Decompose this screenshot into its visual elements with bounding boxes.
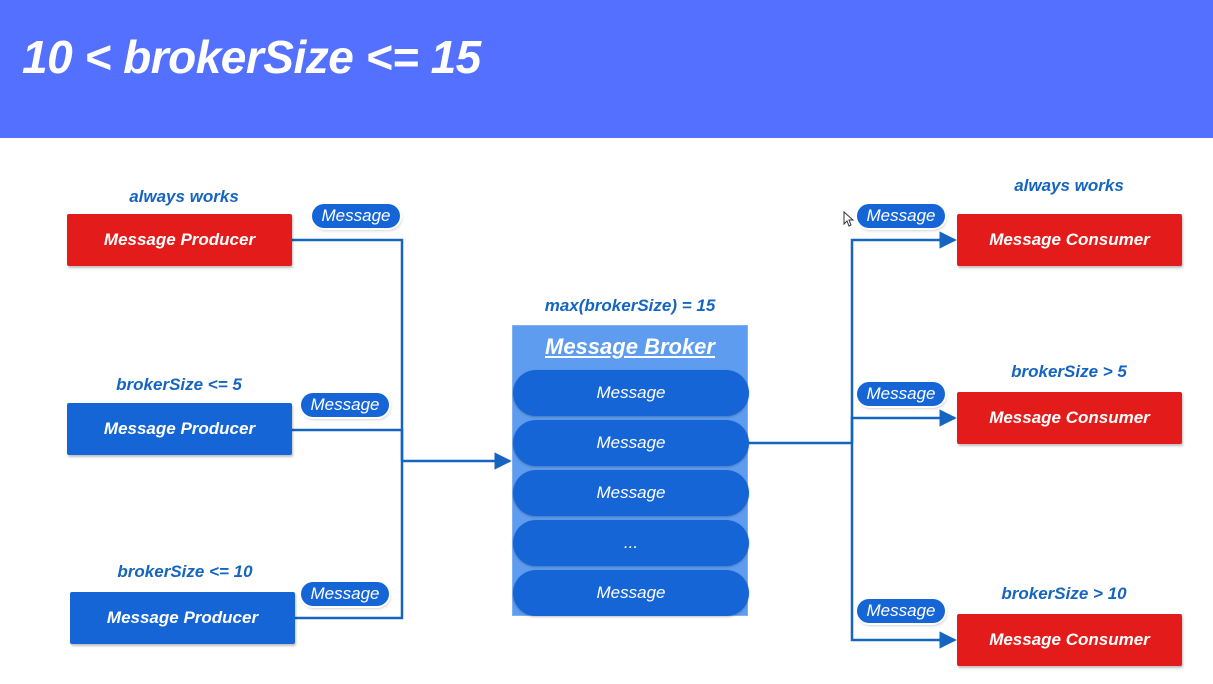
queue-item: Message: [513, 470, 749, 516]
message-producer-box: Message Producer: [67, 403, 292, 455]
producer-condition-label: brokerSize <= 5: [116, 375, 242, 394]
message-pill: Message: [857, 599, 945, 623]
wire-producer-1: [292, 238, 404, 461]
message-pill: Message: [857, 382, 945, 406]
wire-producer-3: [295, 461, 404, 620]
queue-item: Message: [513, 370, 749, 416]
queue-item: Message: [513, 420, 749, 466]
message-pill: Message: [301, 393, 389, 417]
consumer-condition-label: brokerSize > 10: [1001, 584, 1127, 603]
queue-item: Message: [513, 570, 749, 616]
mouse-cursor-icon: [843, 211, 855, 227]
consumer-condition-label: brokerSize > 5: [1011, 362, 1127, 381]
message-pill: Message: [857, 204, 945, 228]
message-producer-box: Message Producer: [67, 214, 292, 266]
message-pill: Message: [312, 204, 400, 228]
message-consumer-box: Message Consumer: [957, 392, 1182, 444]
broker-title: Message Broker: [545, 334, 715, 359]
queue-item: ...: [513, 520, 749, 566]
wire-producer-2: [292, 428, 404, 461]
wire-consumer-3: [850, 443, 957, 649]
wire-consumer-1: [850, 231, 957, 443]
consumer-condition-label: always works: [1014, 176, 1124, 195]
broker-caption: max(brokerSize) = 15: [544, 296, 716, 315]
message-consumer-box: Message Consumer: [957, 614, 1182, 666]
header-banner: 10 < brokerSize <= 15: [0, 0, 1213, 138]
message-broker: Message Broker Message Message Message .…: [512, 325, 749, 616]
page-title: 10 < brokerSize <= 15: [22, 31, 481, 83]
message-producer-box: Message Producer: [70, 592, 295, 644]
wire-consumer-2: [850, 409, 957, 443]
producer-condition-label: always works: [129, 187, 239, 206]
message-consumer-box: Message Consumer: [957, 214, 1182, 266]
message-pill: Message: [301, 582, 389, 606]
producer-condition-label: brokerSize <= 10: [117, 562, 253, 581]
